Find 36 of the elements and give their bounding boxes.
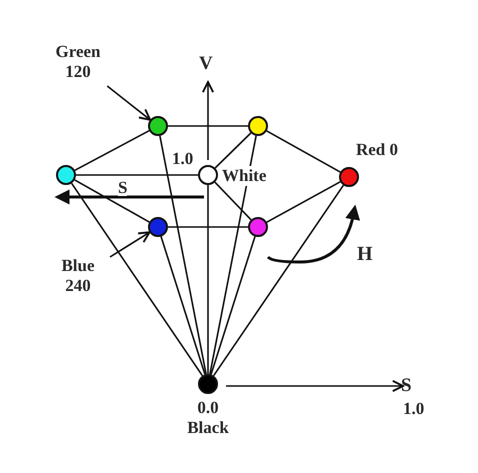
hexcone-edge [209,136,257,374]
hexcone-edge [207,185,209,374]
color-dot [148,217,168,237]
hexcone-edge [70,182,204,376]
axis-label: S [401,376,412,395]
hexcone-edge [210,236,256,375]
color-dot [148,116,168,136]
hexcone-edge [266,130,341,173]
leader-arrow [110,231,150,258]
color-dot [248,116,268,136]
hexcone-edge [212,184,344,376]
color-dot [198,165,218,185]
hexcone-edge [214,132,252,169]
color-dot [248,217,268,237]
hexcone-edge [159,136,207,374]
hue-label: Green 120 [48,42,108,82]
hexcone-edge [74,130,150,171]
color-dot [56,165,76,185]
hexcone-edge [214,182,252,220]
hexcone-edge [76,174,198,176]
axis-label: V [199,54,213,73]
hue-label: Blue 240 [48,256,108,296]
point-label: 0.0 Black [186,398,230,438]
hexcone-edge [168,226,248,228]
axis-label: 1.0 [172,150,194,167]
hexcone-edge [160,236,206,375]
color-dot [198,374,218,394]
axis-label: S [118,179,128,196]
hexcone-edge [168,125,248,127]
color-dot [339,167,359,187]
leader-arrow [106,85,152,121]
axis-label: H [357,244,373,264]
hexcone-edge [266,181,341,223]
hexcone-edge [74,179,150,223]
point-label: Red 0 [355,140,399,160]
axis-label: 1.0 [403,400,424,417]
